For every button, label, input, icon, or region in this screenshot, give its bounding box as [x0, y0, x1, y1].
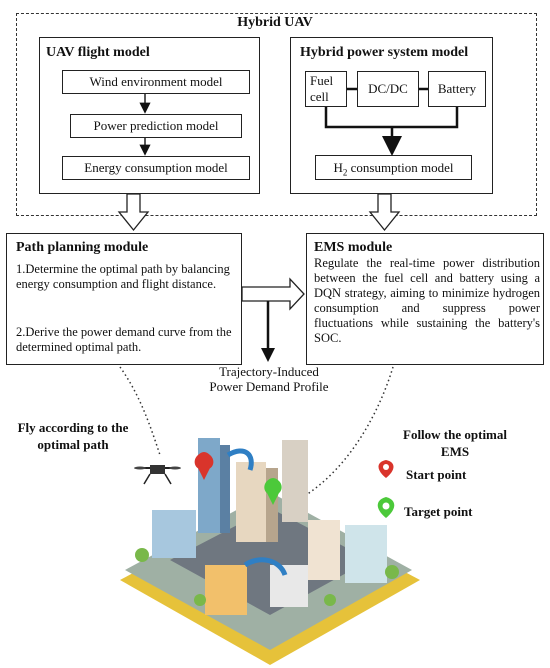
fuel-cell-block	[305, 71, 347, 107]
dotted-curve-right	[297, 366, 394, 501]
fuel-cell-label: Fuel cell	[310, 73, 334, 104]
start-point-label: Start point	[406, 467, 467, 482]
flight-path-arrow-2	[243, 557, 288, 577]
uav-flight-model-title: UAV flight model	[46, 45, 150, 60]
building-left-low	[152, 510, 196, 558]
target-point-label: Target point	[404, 504, 473, 519]
start-pin-city	[194, 452, 214, 480]
hollow-arrow-left	[117, 193, 150, 232]
ems-module-box	[306, 233, 544, 365]
tree-4	[324, 594, 336, 606]
path-planning-item-2: 2.Derive the power demand curve from the…	[16, 325, 232, 354]
tree-2	[385, 565, 399, 579]
flight-path-arrow-1	[226, 448, 254, 471]
merge-line	[324, 107, 459, 129]
h2-consumption-model: H2 consumption model	[315, 155, 472, 180]
hybrid-uav-title: Hybrid UAV	[237, 15, 313, 30]
building-tall-left	[198, 438, 220, 533]
ems-module-text: Regulate the real-time power distributio…	[314, 256, 540, 345]
path-planning-title: Path planning module	[16, 240, 149, 255]
hybrid-uav-container	[16, 13, 537, 216]
hollow-arrow-right	[368, 193, 401, 232]
path-planning-item-1: 1.Determine the optimal path by balancin…	[16, 262, 230, 291]
tree-3	[194, 594, 206, 606]
building-far-right	[345, 525, 387, 583]
hollow-arrow-path-to-ems	[241, 277, 305, 311]
battery-block: Battery	[428, 71, 486, 107]
energy-consumption-model: Energy consumption model	[62, 156, 250, 180]
building-right-tall	[282, 440, 308, 522]
fly-optimal-path-label: Fly according to the optimal path	[17, 420, 129, 452]
follow-optimal-ems-label: Follow the optimal EMS	[403, 427, 507, 459]
building-center	[236, 462, 266, 542]
target-pin-city	[264, 478, 282, 505]
path-planning-box	[6, 233, 242, 365]
ems-module-title: EMS module	[314, 240, 393, 255]
building-front-right	[270, 565, 308, 607]
dotted-curve-left	[119, 366, 161, 456]
arrow-to-profile-head	[261, 348, 275, 362]
building-front	[205, 565, 247, 615]
building-right	[308, 520, 340, 580]
power-demand-profile-label: Trajectory-Induced Power Demand Profile	[209, 364, 329, 394]
h2-subscript: 2	[342, 167, 348, 178]
dcdc-block: DC/DC	[357, 71, 419, 107]
drone-icon	[134, 465, 181, 485]
start-point-icon	[378, 460, 394, 478]
target-point-icon	[377, 497, 395, 518]
wind-environment-model: Wind environment model	[62, 70, 250, 94]
h2-prefix: H	[333, 160, 343, 175]
h2-suffix: consumption model	[347, 160, 454, 175]
power-prediction-model: Power prediction model	[70, 114, 242, 138]
building-tall-left-side	[220, 445, 230, 533]
city-illustration	[120, 438, 420, 665]
tree-1	[135, 548, 149, 562]
hybrid-power-system-title: Hybrid power system model	[300, 45, 469, 60]
